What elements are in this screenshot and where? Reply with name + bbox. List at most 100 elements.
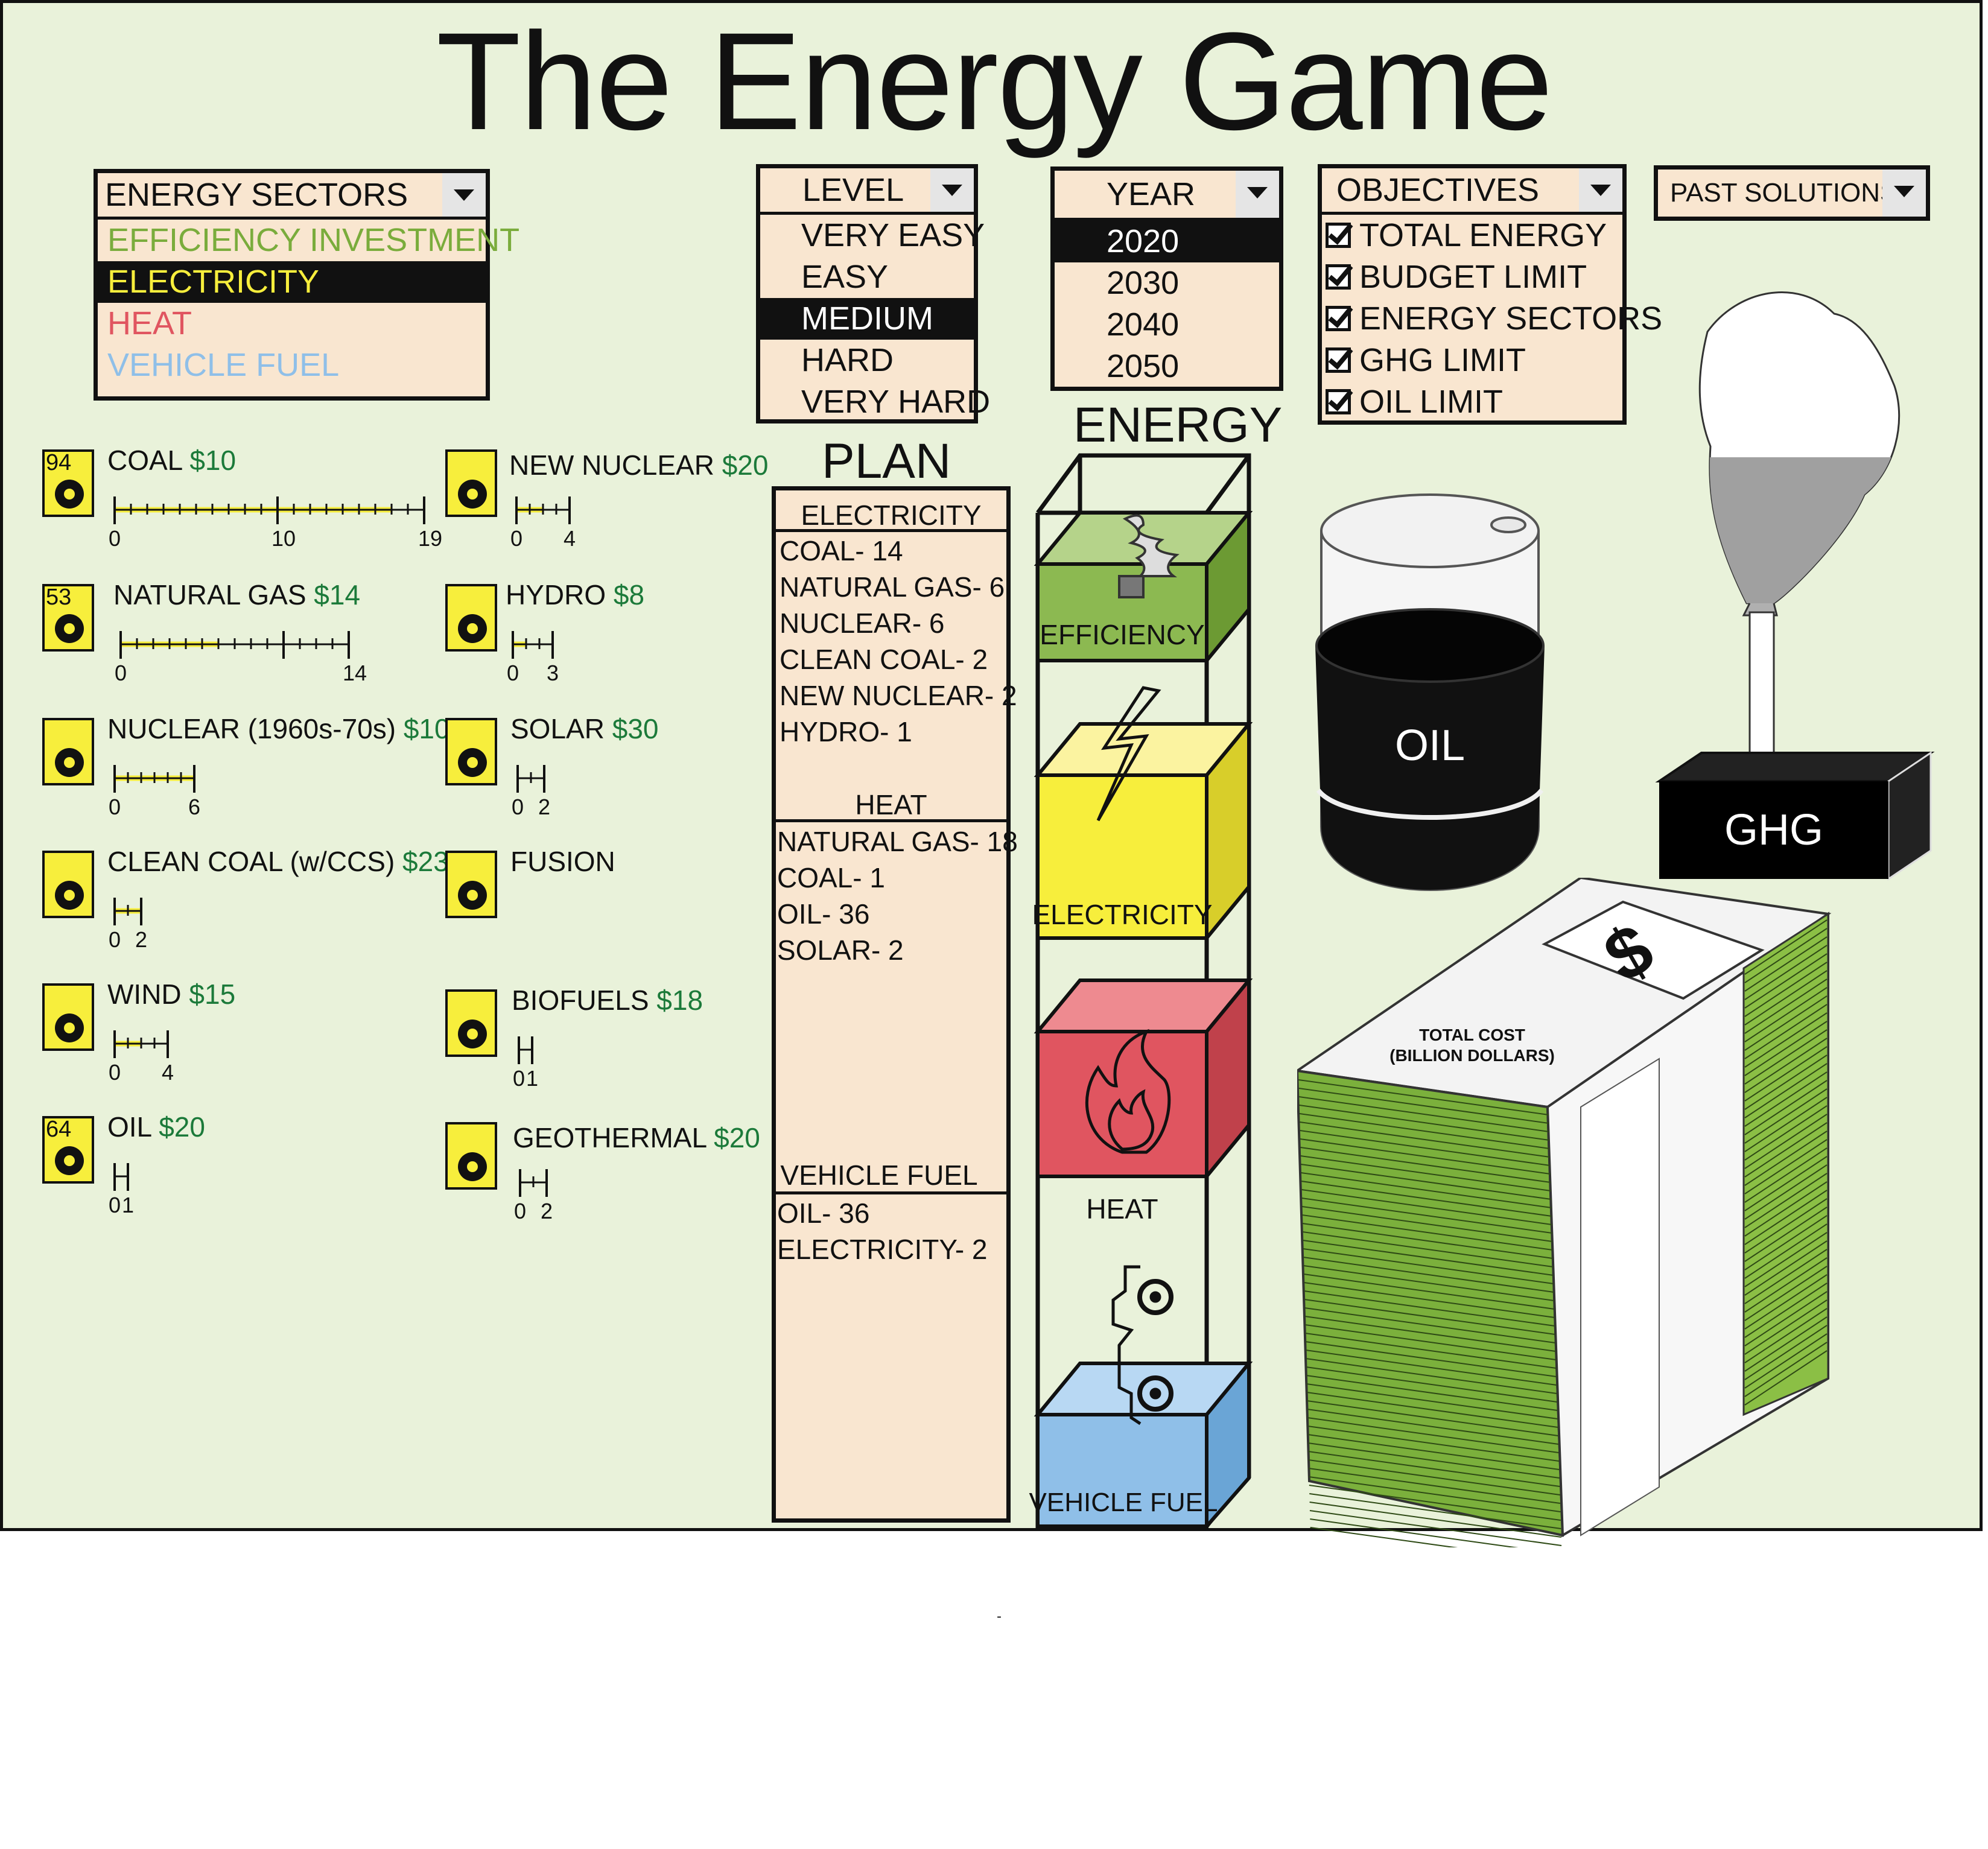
resource-cost: $10 bbox=[189, 445, 237, 476]
energy-sectors-dropdown[interactable]: ENERGY SECTORS EFFICIENCY INVESTMENT ELE… bbox=[94, 169, 520, 401]
slider-tick-label: 0 bbox=[109, 927, 121, 952]
wind-turbine-icon[interactable] bbox=[42, 983, 94, 1051]
slider-tick-label: 3 bbox=[547, 661, 559, 685]
year-header[interactable]: YEAR bbox=[1055, 171, 1279, 221]
past-solutions-dropdown[interactable]: PAST SOLUTIONS bbox=[1654, 165, 1930, 221]
gas-pump-icon[interactable]: 64 bbox=[42, 1116, 94, 1184]
plan-item: NEW NUCLEAR- 2 bbox=[780, 680, 1017, 711]
checkbox-checked-icon[interactable] bbox=[1326, 347, 1351, 373]
checkbox-checked-icon[interactable] bbox=[1326, 305, 1351, 331]
radiation-icon[interactable] bbox=[42, 718, 94, 785]
resource-cost: $23 bbox=[402, 846, 449, 877]
level-option-medium[interactable]: MEDIUM bbox=[760, 298, 974, 340]
resource-name: COAL bbox=[107, 445, 190, 476]
level-option-easy[interactable]: EASY bbox=[801, 259, 889, 295]
objective-budget-limit[interactable]: BUDGET LIMIT bbox=[1322, 256, 1622, 298]
chevron-down-icon[interactable] bbox=[930, 168, 974, 212]
resource-slider[interactable] bbox=[508, 631, 566, 659]
level-option-hard[interactable]: HARD bbox=[801, 342, 894, 378]
coal-icon[interactable]: 94 bbox=[42, 449, 94, 517]
fusion-icon[interactable] bbox=[445, 851, 497, 918]
gas-rig-icon[interactable]: 53 bbox=[42, 584, 94, 652]
car-icon bbox=[1111, 1265, 1173, 1426]
resource-label: FUSION bbox=[510, 846, 615, 877]
year-dropdown[interactable]: YEAR 2020 2030 2040 2050 bbox=[1050, 167, 1283, 391]
resource-name: NEW NUCLEAR bbox=[509, 449, 722, 481]
resource-slider[interactable] bbox=[110, 765, 208, 793]
water-drop-icon[interactable] bbox=[445, 584, 497, 652]
objectives-dropdown[interactable]: OBJECTIVES TOTAL ENERGY BUDGET LIMIT ENE… bbox=[1318, 164, 1662, 425]
resource-slider[interactable] bbox=[512, 496, 583, 524]
resource-cost: $15 bbox=[189, 978, 236, 1010]
corn-icon[interactable] bbox=[445, 989, 497, 1057]
slider-tick-label: 0 bbox=[510, 526, 523, 551]
resource-name: CLEAN COAL (w/CCS) bbox=[107, 846, 403, 877]
resource-label: GEOTHERMAL $20 bbox=[513, 1122, 760, 1153]
flame-icon bbox=[1085, 1029, 1171, 1154]
resource-cost: $8 bbox=[613, 579, 645, 611]
sector-option-heat[interactable]: HEAT bbox=[107, 305, 192, 341]
sector-option-vehicle-fuel[interactable]: VEHICLE FUEL bbox=[107, 347, 340, 383]
checkbox-checked-icon[interactable] bbox=[1326, 389, 1351, 414]
objective-total-energy[interactable]: TOTAL ENERGY bbox=[1322, 215, 1622, 256]
objective-label: OIL LIMIT bbox=[1359, 384, 1504, 420]
efficiency-label: EFFICIENCY bbox=[1040, 619, 1204, 650]
resource-slider[interactable] bbox=[110, 1163, 141, 1191]
checkbox-checked-icon[interactable] bbox=[1326, 264, 1351, 290]
slider-tick-label: 14 bbox=[343, 661, 367, 685]
resource-slider[interactable] bbox=[110, 898, 154, 925]
year-option-2020[interactable]: 2020 bbox=[1055, 221, 1279, 262]
page-title: The Energy Game bbox=[436, 4, 1553, 159]
resource-name: BIOFUELS bbox=[512, 985, 657, 1016]
resource-label: WIND $15 bbox=[107, 978, 235, 1010]
cooling-tower-icon[interactable] bbox=[445, 449, 497, 517]
slider-tick-label: 1 bbox=[122, 1193, 135, 1217]
plan-item: SOLAR- 2 bbox=[777, 934, 904, 966]
resource-slider[interactable] bbox=[110, 1030, 181, 1058]
objective-oil-limit[interactable]: OIL LIMIT bbox=[1322, 381, 1622, 423]
sector-option-efficiency[interactable]: EFFICIENCY INVESTMENT bbox=[107, 222, 520, 258]
lightbulb-icon bbox=[1118, 514, 1180, 598]
objective-energy-sectors[interactable]: ENERGY SECTORS bbox=[1322, 298, 1662, 340]
resource-slider[interactable] bbox=[514, 1036, 545, 1064]
lightning-icon bbox=[1096, 686, 1161, 822]
oil-barrel: OIL bbox=[1315, 493, 1545, 891]
objective-ghg-limit[interactable]: GHG LIMIT bbox=[1322, 340, 1622, 381]
checkbox-checked-icon[interactable] bbox=[1326, 222, 1351, 248]
slider-tick-label: 0 bbox=[513, 1066, 526, 1091]
chevron-down-icon[interactable] bbox=[1579, 168, 1622, 212]
resource-label: NEW NUCLEAR $20 bbox=[509, 449, 768, 481]
electricity-label: ELECTRICITY bbox=[1032, 899, 1212, 930]
energy-sectors-header[interactable]: ENERGY SECTORS bbox=[98, 173, 486, 220]
geothermal-house-icon[interactable] bbox=[445, 1122, 497, 1190]
sector-option-electricity[interactable]: ELECTRICITY bbox=[98, 261, 486, 303]
year-option-2030[interactable]: 2030 bbox=[1107, 265, 1180, 301]
level-option-very-easy[interactable]: VERY EASY bbox=[801, 217, 985, 253]
slider-tick-label: 0 bbox=[109, 794, 121, 819]
oil-label: OIL bbox=[1395, 722, 1465, 770]
resource-slider[interactable] bbox=[515, 1169, 560, 1197]
resource-slider[interactable] bbox=[513, 765, 557, 793]
year-option-2050[interactable]: 2050 bbox=[1107, 348, 1180, 384]
objective-label: GHG LIMIT bbox=[1359, 342, 1526, 378]
resource-name: FUSION bbox=[510, 846, 615, 877]
plan-item: COAL- 14 bbox=[780, 535, 903, 566]
resource-slider[interactable] bbox=[110, 496, 437, 524]
plan-divider bbox=[776, 529, 1006, 532]
resource-label: NUCLEAR (1960s-70s) $10 bbox=[107, 713, 450, 744]
slider-tick-label: 2 bbox=[135, 927, 148, 952]
chevron-down-icon[interactable] bbox=[1236, 171, 1279, 218]
objectives-header[interactable]: OBJECTIVES bbox=[1322, 168, 1622, 215]
past-solutions-header[interactable]: PAST SOLUTIONS bbox=[1658, 170, 1926, 217]
level-header[interactable]: LEVEL bbox=[760, 168, 974, 215]
year-label: YEAR bbox=[1107, 176, 1196, 212]
level-dropdown[interactable]: LEVEL VERY EASY EASY MEDIUM HARD VERY HA… bbox=[756, 164, 991, 423]
year-option-2040[interactable]: 2040 bbox=[1107, 306, 1180, 343]
resource-cost: $18 bbox=[656, 985, 703, 1016]
chevron-down-icon[interactable] bbox=[1882, 170, 1926, 217]
solar-panel-icon[interactable] bbox=[445, 718, 497, 785]
resource-slider[interactable] bbox=[116, 631, 362, 659]
clean-coal-icon[interactable] bbox=[42, 851, 94, 918]
level-option-very-hard[interactable]: VERY HARD bbox=[801, 384, 991, 420]
chevron-down-icon[interactable] bbox=[442, 173, 486, 217]
